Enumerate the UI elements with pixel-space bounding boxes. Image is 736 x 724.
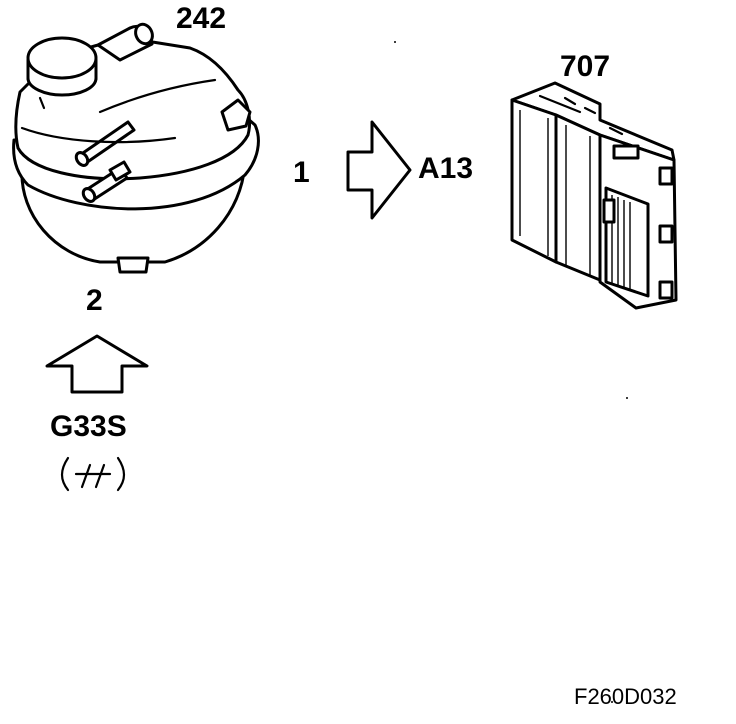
connector-1-target-label: A13 [418,152,474,185]
ground-symbol-icon [60,456,126,492]
ecu-part-label: 707 [560,50,611,83]
connector-1-pin-label: 1 [293,156,310,189]
expansion-tank-icon [12,22,260,274]
control-module-icon [510,81,678,310]
diagram-code: F260D032 [574,684,677,709]
arrow-right-icon [346,120,412,220]
arrow-up-icon [45,334,149,394]
connector-2-target-label: G33S [50,410,127,443]
tank-part-label: 242 [176,2,227,35]
connector-2-pin-label: 2 [86,284,103,317]
